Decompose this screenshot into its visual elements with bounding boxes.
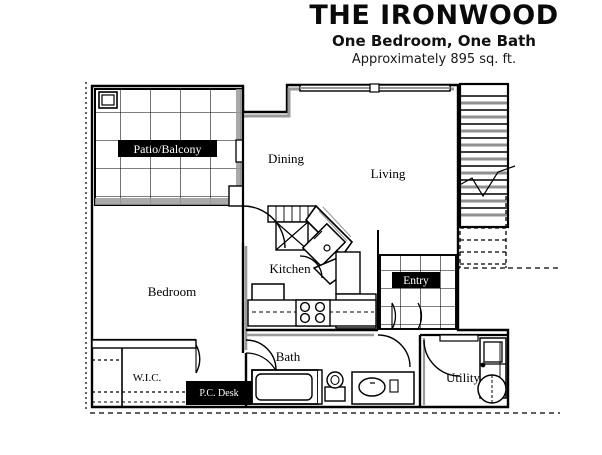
plan-square-footage: Approximately 895 sq. ft. bbox=[351, 52, 517, 68]
exterior-stairs bbox=[439, 82, 516, 268]
room-labels: Dining Living Kitchen Bedroom Bath Utili… bbox=[133, 151, 481, 385]
entry-area bbox=[379, 254, 457, 330]
page-title: THE IRONWOOD bbox=[309, 0, 559, 31]
label-patio-balcony: Patio/Balcony bbox=[118, 140, 217, 157]
room-label-walk-in-closet: W.I.C. bbox=[133, 372, 162, 384]
room-label-utility: Utility bbox=[446, 370, 480, 385]
bath-fixtures bbox=[251, 369, 415, 405]
closet-shelving bbox=[91, 339, 197, 403]
label-entry: Entry bbox=[392, 272, 440, 288]
property-boundary bbox=[85, 82, 560, 414]
room-label-dining: Dining bbox=[268, 151, 305, 166]
north-window bbox=[299, 83, 451, 93]
room-label-living: Living bbox=[371, 166, 406, 181]
room-label-bath: Bath bbox=[276, 349, 301, 364]
inverted-room-labels: Patio/Balcony Entry P.C. Desk bbox=[118, 140, 440, 405]
door-swings bbox=[195, 205, 461, 388]
kitchen-fixtures bbox=[247, 204, 377, 329]
title-block: THE IRONWOOD One Bedroom, One Bath Appro… bbox=[284, 0, 584, 68]
utility-fixtures bbox=[439, 334, 507, 404]
room-label-kitchen: Kitchen bbox=[269, 261, 311, 276]
patio-balcony-label-text: Patio/Balcony bbox=[134, 142, 202, 156]
pc-desk-label-text: P.C. Desk bbox=[199, 388, 238, 399]
label-pc-desk: P.C. Desk bbox=[186, 381, 252, 405]
plan-subtitle: One Bedroom, One Bath bbox=[332, 32, 536, 51]
room-label-bedroom: Bedroom bbox=[148, 284, 196, 299]
entry-label-text: Entry bbox=[403, 275, 429, 287]
